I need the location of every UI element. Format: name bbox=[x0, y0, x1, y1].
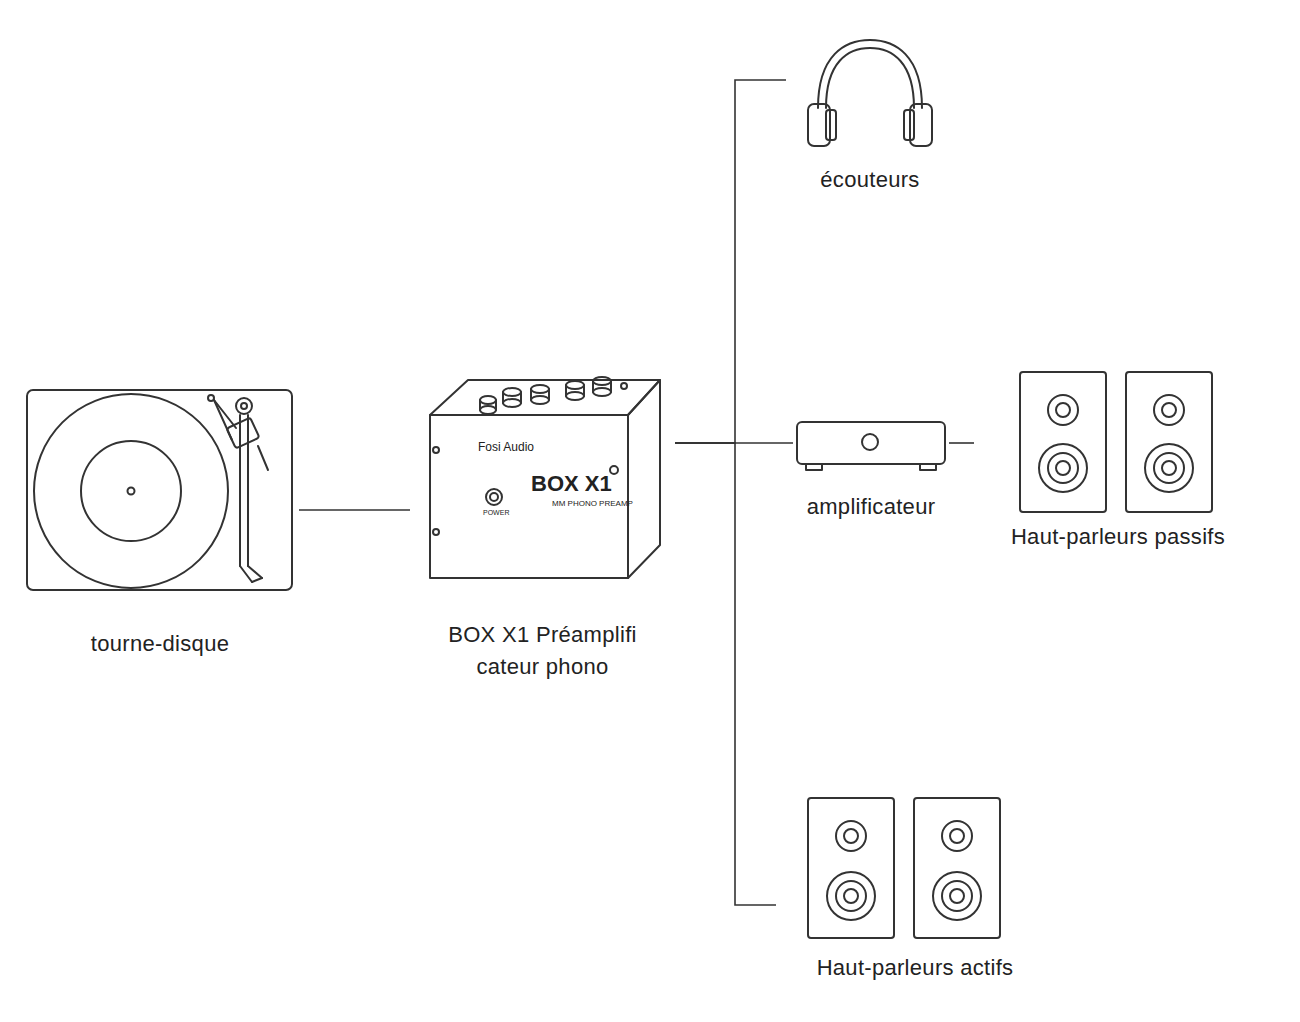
passive-speakers-drawing bbox=[1020, 372, 1212, 512]
preamp-drawing bbox=[430, 377, 660, 578]
connector-line bbox=[675, 443, 776, 905]
headphones-node: écouteurs bbox=[786, 38, 954, 196]
node-label: écouteurs bbox=[786, 164, 954, 196]
knobs bbox=[480, 377, 627, 414]
active-speakers-drawing bbox=[808, 798, 1000, 938]
passive-speakers-node: Haut-parleurs passifs bbox=[974, 370, 1262, 553]
amplifier-node: amplificateur bbox=[793, 420, 949, 523]
device-type-label: MM PHONO PREAMP bbox=[552, 500, 633, 509]
node-label: amplificateur bbox=[793, 491, 949, 523]
node-label: tourne-disque bbox=[21, 628, 299, 660]
model-label: BOX X1 bbox=[531, 472, 612, 496]
amplifier-drawing bbox=[797, 422, 945, 470]
active-speakers-node: Haut-parleurs actifs bbox=[776, 795, 1054, 984]
headphones-drawing bbox=[808, 40, 932, 146]
connector-line bbox=[949, 442, 974, 444]
brand-label: Fosi Audio bbox=[478, 441, 534, 454]
node-label: Haut-parleurs actifs bbox=[776, 952, 1054, 984]
preamp-node: BOX X1 Préamplifi cateur phono bbox=[410, 372, 675, 683]
turntable-node: tourne-disque bbox=[21, 388, 299, 660]
connector-line bbox=[299, 509, 410, 511]
turntable-drawing bbox=[27, 390, 292, 590]
node-label: Haut-parleurs passifs bbox=[974, 521, 1262, 553]
node-label: BOX X1 Préamplifi cateur phono bbox=[428, 619, 658, 683]
power-label: POWER bbox=[483, 509, 509, 517]
connector-line bbox=[675, 80, 786, 443]
